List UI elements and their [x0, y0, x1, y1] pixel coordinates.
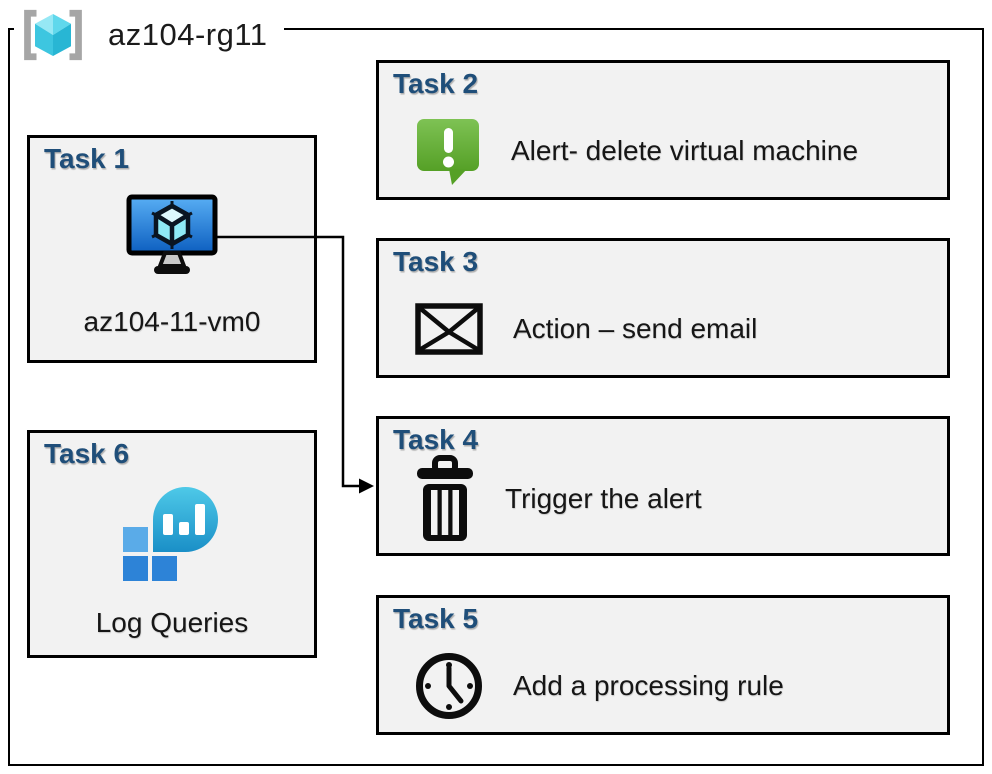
- resource-group-name: az104-rg11: [108, 17, 268, 52]
- alert-message-icon: [415, 116, 481, 186]
- task6-title: Task 6: [44, 438, 130, 469]
- task5-title: Task 5: [393, 603, 479, 634]
- task1-box: Task 1 az104-11-vm: [27, 135, 317, 363]
- task4-box: Trigger the alert Task 4: [376, 416, 950, 556]
- task5-label: Add a processing rule: [513, 670, 784, 701]
- task2-title: Task 2: [393, 68, 479, 99]
- resource-group-legend: az104-rg11: [14, 3, 284, 67]
- email-envelope-icon: [415, 303, 483, 355]
- task1-title: Task 1: [44, 143, 130, 174]
- trash-icon: [415, 455, 475, 543]
- task3-label: Action – send email: [513, 313, 758, 344]
- task2-label: Alert- delete virtual machine: [511, 135, 859, 166]
- clock-icon: [415, 652, 483, 720]
- log-queries-icon: [123, 487, 221, 583]
- task4-title: Task 4: [393, 424, 479, 455]
- task5-box: Task 5 Add a processing rule: [376, 595, 950, 735]
- task4-label: Trigger the alert: [505, 483, 702, 514]
- task1-label: az104-11-vm0: [83, 306, 261, 337]
- virtual-machine-icon: [126, 194, 218, 276]
- task6-label: Log Queries: [95, 607, 249, 638]
- task2-box: Task 2 Alert- delete virtual machine: [376, 60, 950, 200]
- task3-title: Task 3: [393, 246, 479, 277]
- task6-box: Task 6 Log Queries: [27, 430, 317, 658]
- resource-group-icon: [14, 3, 92, 67]
- task3-box: Task 3 Action – send email: [376, 238, 950, 378]
